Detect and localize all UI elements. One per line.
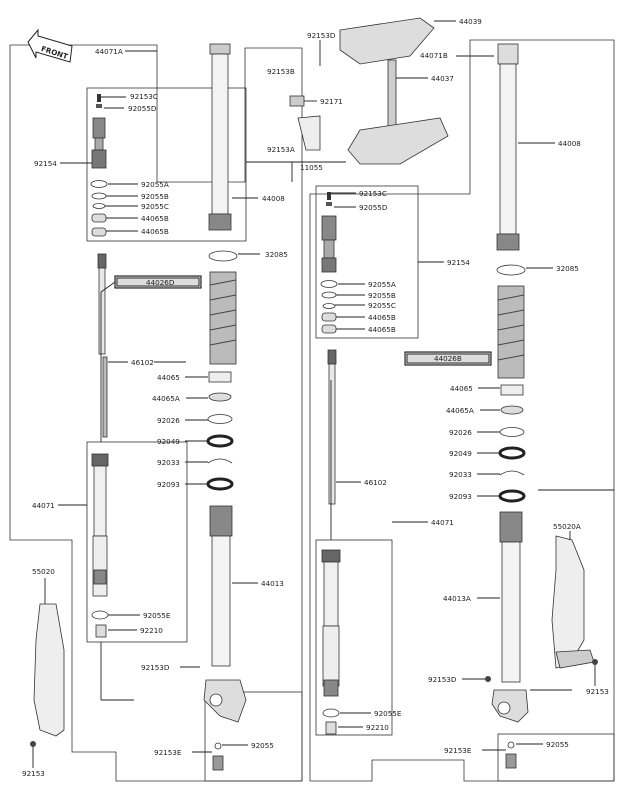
right-inner-tube <box>491 511 529 723</box>
label-92055: 92055 <box>251 741 274 750</box>
label-r-92210: 92210 <box>366 723 389 732</box>
label-r-55020A: 55020A <box>553 522 581 531</box>
label-92210: 92210 <box>140 626 163 635</box>
label-44071A: 44071A <box>95 47 123 56</box>
label-r-92153: 92153 <box>586 687 609 696</box>
left-spring <box>209 271 237 365</box>
label-r-92093: 92093 <box>449 492 472 501</box>
label-r-92055A: 92055A <box>368 280 396 289</box>
label-92055D: 92055D <box>128 104 157 113</box>
label-r-11055: 11055 <box>300 163 323 172</box>
label-44065: 44065 <box>157 373 180 382</box>
label-r-92055E: 92055E <box>374 709 402 718</box>
label-r-92153C: 92153C <box>359 189 387 198</box>
label-r-92153D-2: 92153D <box>428 675 457 684</box>
label-55020: 55020 <box>32 567 55 576</box>
label-r-92153E: 92153E <box>444 746 472 755</box>
label-r-92055C: 92055C <box>368 301 396 310</box>
label-44065A: 44065A <box>152 394 180 403</box>
right-damper-box <box>315 539 393 736</box>
right-damper-cartridge <box>321 549 341 697</box>
label-r-44037: 44037 <box>431 74 454 83</box>
left-bottom-box <box>204 691 303 782</box>
label-r-44039: 44039 <box>459 17 482 26</box>
left-fork-frame <box>9 44 303 782</box>
label-r-92154: 92154 <box>447 258 470 267</box>
label-r-44065A: 44065A <box>446 406 474 415</box>
label-r-44008: 44008 <box>558 139 581 148</box>
left-damper-cartridge <box>91 453 109 597</box>
label-r-92153D: 92153D <box>307 31 336 40</box>
label-r-92049: 92049 <box>449 449 472 458</box>
label-44071: 44071 <box>32 501 55 510</box>
left-outer-tube <box>208 43 232 231</box>
right-outer-tube <box>496 43 520 251</box>
label-92153E: 92153E <box>154 748 182 757</box>
left-damper-box <box>86 441 188 643</box>
right-fork-guard <box>551 535 595 669</box>
right-spring <box>497 285 525 379</box>
label-32085: 32085 <box>265 250 288 259</box>
label-r-44071: 44071 <box>431 518 454 527</box>
label-92026: 92026 <box>157 416 180 425</box>
label-r-44071B: 44071B <box>420 51 448 60</box>
label-92055A: 92055A <box>141 180 169 189</box>
label-92153D: 92153D <box>141 663 170 672</box>
label-r-44013A: 44013A <box>443 594 471 603</box>
label-box-44026B <box>404 351 492 366</box>
label-r-46102: 46102 <box>364 478 387 487</box>
label-92055B: 92055B <box>141 192 169 201</box>
label-r-32085: 32085 <box>556 264 579 273</box>
left-inner-tube <box>203 505 247 723</box>
label-92154: 92154 <box>34 159 57 168</box>
label-44013: 44013 <box>261 579 284 588</box>
right-internal-parts <box>498 384 526 503</box>
label-r-92026: 92026 <box>449 428 472 437</box>
label-92033: 92033 <box>157 458 180 467</box>
left-damper-rod <box>97 253 107 355</box>
top-clamp-assembly <box>289 17 449 165</box>
left-cartridge-box <box>86 87 247 242</box>
left-cartridge-parts <box>90 94 108 237</box>
left-internal-parts <box>206 371 234 491</box>
label-44008: 44008 <box>262 194 285 203</box>
right-damper-rod <box>327 349 337 505</box>
label-r-92055D: 92055D <box>359 203 388 212</box>
label-r-44065B: 44065B <box>368 313 396 322</box>
label-44065B-2: 44065B <box>141 227 169 236</box>
label-92049: 92049 <box>157 437 180 446</box>
label-46102: 46102 <box>131 358 154 367</box>
right-cartridge-parts <box>320 192 338 334</box>
label-r-92055: 92055 <box>546 740 569 749</box>
label-r-92153B: 92153B <box>267 67 295 76</box>
label-44065B: 44065B <box>141 214 169 223</box>
label-r-92171: 92171 <box>320 97 343 106</box>
label-r-44065: 44065 <box>450 384 473 393</box>
front-arrow-icon: FRONT <box>27 28 73 63</box>
label-92055E: 92055E <box>143 611 171 620</box>
label-92153C: 92153C <box>130 92 158 101</box>
label-r-44026B: 44026B <box>434 354 462 363</box>
label-44026D: 44026D <box>146 278 175 287</box>
right-bottom-box <box>497 733 615 782</box>
label-r-44065B-2: 44065B <box>368 325 396 334</box>
label-r-92033: 92033 <box>449 470 472 479</box>
left-fork-guard <box>33 603 65 737</box>
label-92153: 92153 <box>22 769 45 778</box>
label-92093: 92093 <box>157 480 180 489</box>
label-r-92055B: 92055B <box>368 291 396 300</box>
label-92055C: 92055C <box>141 202 169 211</box>
label-r-92153A: 92153A <box>267 145 295 154</box>
